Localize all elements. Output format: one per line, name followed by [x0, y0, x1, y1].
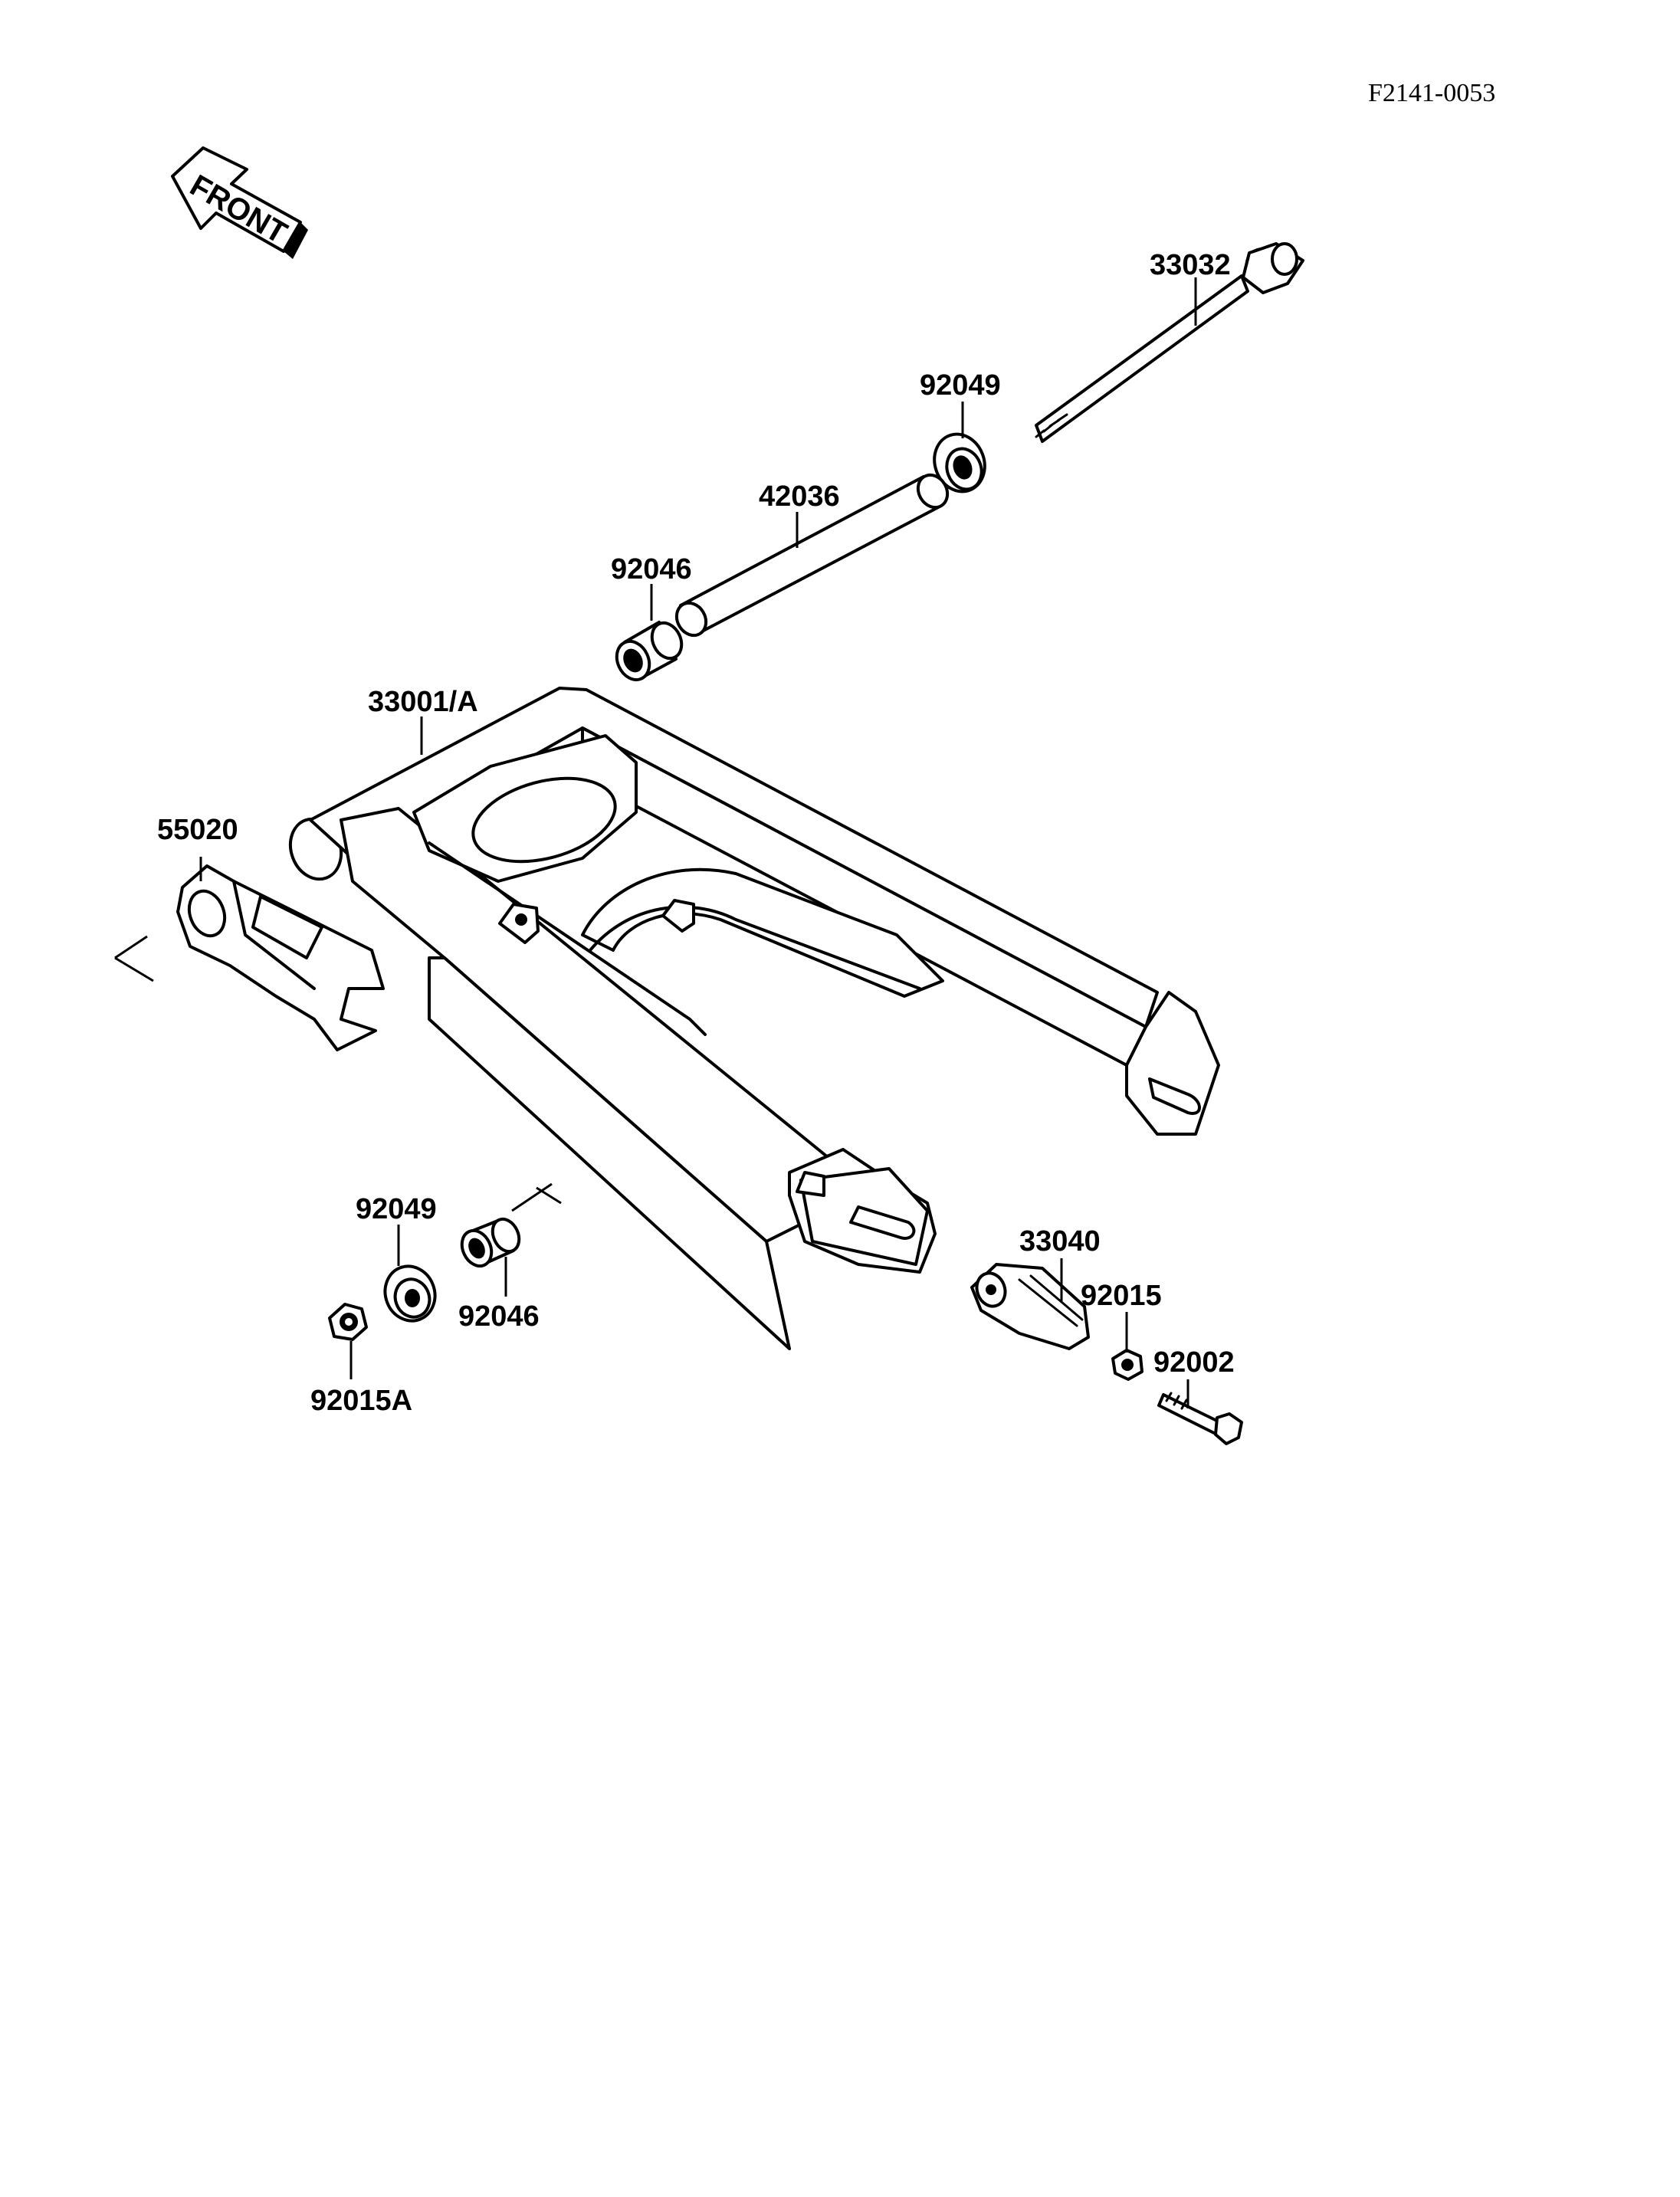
label-42036: 42036 — [759, 480, 840, 513]
top-seal — [933, 432, 986, 494]
front-arrow-icon: FRONT — [171, 146, 308, 259]
label-92049-top: 92049 — [920, 369, 1001, 402]
label-33001: 33001/A — [368, 686, 478, 718]
label-33032: 33032 — [1150, 249, 1231, 281]
swingarm — [288, 687, 1220, 1350]
bottom-needle-bearing — [460, 1217, 521, 1268]
chain-guard — [176, 864, 385, 1051]
guide-line-bottom — [511, 1182, 562, 1212]
label-33040: 33040 — [1019, 1225, 1101, 1258]
bottom-seal — [383, 1264, 437, 1323]
label-92015A: 92015A — [310, 1385, 412, 1417]
adjuster-nut — [1111, 1349, 1144, 1381]
label-92046-bottom: 92046 — [458, 1300, 540, 1333]
adjuster-bolt — [1157, 1392, 1243, 1445]
guide-line-left — [114, 935, 154, 982]
label-55020: 55020 — [157, 814, 238, 846]
label-92002: 92002 — [1153, 1346, 1235, 1379]
diagram-reference-code: F2141-0053 — [1368, 79, 1495, 107]
pivot-nut — [328, 1303, 368, 1341]
label-92049-bottom: 92049 — [356, 1193, 437, 1225]
chain-adjuster — [970, 1263, 1090, 1350]
label-92046-top: 92046 — [611, 553, 692, 585]
pivot-sleeve — [674, 473, 950, 638]
top-needle-bearing — [615, 621, 684, 682]
label-92015: 92015 — [1081, 1280, 1162, 1312]
